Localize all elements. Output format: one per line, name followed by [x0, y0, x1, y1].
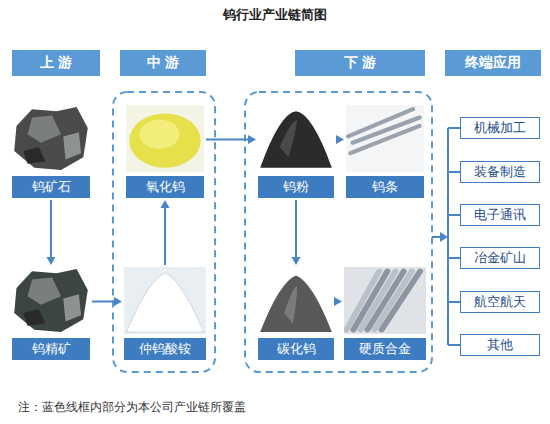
ore-rock: [14, 269, 88, 332]
ore-facet: [28, 115, 61, 142]
ore-facet: [63, 294, 81, 321]
application-label: 冶金矿山: [474, 249, 526, 267]
material-picture: [124, 267, 206, 334]
arrow-head: [161, 200, 170, 208]
application-box: 其他: [460, 334, 540, 356]
material-label: 钨精矿: [12, 338, 90, 360]
material-picture: [126, 105, 204, 172]
arrow-line: [164, 207, 166, 265]
application-label: 机械加工: [474, 119, 526, 137]
arrow-head: [440, 232, 448, 242]
material-picture: [12, 267, 90, 334]
flow-arrow: [206, 135, 256, 144]
flow-arrow: [334, 297, 342, 306]
material-picture: [12, 105, 90, 172]
application-box: 电子通讯: [460, 204, 540, 226]
arrow-head: [334, 297, 342, 306]
flow-arrow: [336, 135, 344, 144]
arrow-head: [292, 257, 301, 265]
arrow-line: [206, 139, 249, 141]
application-box: 航空航天: [460, 291, 540, 313]
arrow-head: [248, 135, 256, 144]
flow-arrow: [292, 200, 301, 265]
arrow-head: [114, 297, 122, 306]
arrow-line: [92, 301, 115, 303]
footnote: 注：蓝色线框内部分为本公司产业链所覆盖: [18, 399, 246, 416]
material-node: 钨条: [346, 105, 424, 198]
picture-ground: [344, 267, 426, 334]
diagram-title: 钨行业产业链简图: [0, 6, 550, 24]
ore-facet: [63, 132, 81, 159]
ore-facet: [23, 147, 45, 164]
application-box: 冶金矿山: [460, 247, 540, 269]
material-label: 硬质合金: [344, 338, 426, 360]
arrow-line: [50, 200, 52, 258]
powder-pile: [126, 273, 203, 332]
picture-ground: [124, 267, 206, 334]
header-text: 终端应用: [465, 54, 521, 72]
arrow-line: [295, 200, 297, 258]
picture-ground: [346, 105, 424, 172]
material-node: 钨精矿: [12, 267, 90, 360]
carbide-rod: [381, 271, 420, 330]
material-node: 碳化钨: [258, 267, 334, 360]
flow-arrow: [47, 200, 56, 265]
powder-highlight: [139, 120, 179, 149]
header-text: 下 游: [344, 54, 377, 72]
material-node: 氧化钨: [126, 105, 204, 198]
stage-header: 中 游: [120, 50, 206, 76]
material-label: 碳化钨: [258, 338, 334, 360]
material-node: 硬质合金: [344, 267, 426, 360]
header-text: 中 游: [147, 54, 180, 72]
application-label: 电子通讯: [474, 206, 526, 224]
ore-facet: [28, 277, 61, 304]
carbide-rod: [374, 271, 411, 330]
stage-header: 上 游: [12, 50, 100, 76]
material-node: 钨粉: [258, 105, 334, 198]
application-label: 其他: [487, 336, 513, 354]
material-picture: [344, 267, 426, 334]
material-node: 仲钨酸铵: [124, 267, 206, 360]
material-label: 钨条: [346, 176, 424, 198]
material-picture: [258, 267, 334, 334]
flow-arrow: [92, 297, 122, 306]
powder-pile: [260, 111, 332, 168]
ore-facet: [23, 309, 45, 326]
material-picture: [346, 105, 424, 172]
powder-pile: [260, 275, 332, 332]
coverage-frame: [245, 92, 432, 372]
coverage-frame: [113, 92, 215, 372]
arrow-head: [336, 135, 344, 144]
material-picture: [258, 105, 334, 172]
powder-pile: [129, 113, 200, 167]
powder-highlight: [284, 286, 297, 324]
material-label: 仲钨酸铵: [124, 338, 206, 360]
material-label: 钨粉: [258, 176, 334, 198]
ore-rock: [14, 107, 88, 170]
bracket: [448, 128, 460, 345]
application-box: 装备制造: [460, 161, 540, 183]
application-box: 机械加工: [460, 117, 540, 139]
tungsten-rod: [348, 109, 413, 136]
flow-arrow: [161, 200, 170, 265]
application-label: 航空航天: [474, 293, 526, 311]
header-text: 上 游: [40, 54, 73, 72]
material-label: 钨矿石: [12, 176, 90, 198]
material-node: 钨矿石: [12, 105, 90, 198]
picture-ground: [126, 105, 204, 172]
arrow-head: [47, 257, 56, 265]
arrow-line: [432, 236, 441, 238]
stage-header: 下 游: [295, 50, 425, 76]
powder-highlight: [280, 120, 297, 158]
material-label: 氧化钨: [126, 176, 204, 198]
application-label: 装备制造: [474, 163, 526, 181]
stage-header: 终端应用: [445, 50, 541, 76]
